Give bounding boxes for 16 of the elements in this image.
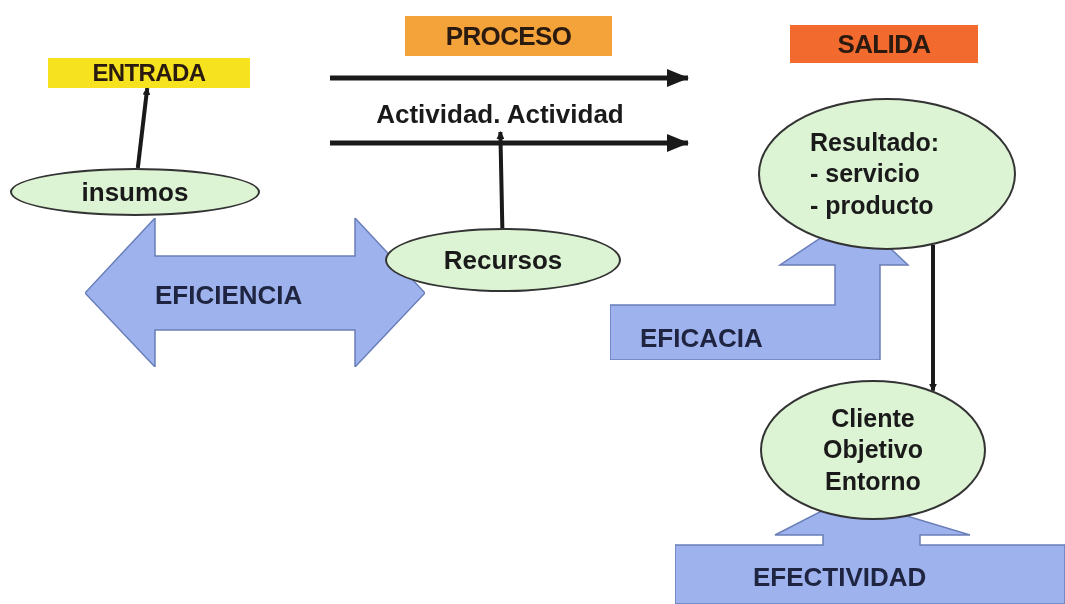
node-text: - producto — [810, 189, 934, 221]
stage-label: SALIDA — [790, 25, 978, 63]
shape-label: EFICACIA — [640, 322, 763, 355]
arrow — [135, 87, 151, 169]
arrow — [929, 245, 937, 392]
node-text: Resultado: — [810, 127, 940, 159]
node-text: Cliente Objetivo Entorno — [823, 403, 923, 497]
shape-label: EFICIENCIA — [155, 279, 303, 312]
node-text: insumos — [81, 175, 189, 209]
stage-label: PROCESO — [405, 16, 612, 56]
stage-label: ENTRADA — [48, 58, 250, 88]
shape-label: EFECTIVIDAD — [753, 561, 927, 594]
process-text: Actividad. Actividad — [315, 96, 685, 132]
arrow — [496, 131, 505, 229]
node-text: - servicio — [810, 158, 920, 190]
node-text: Recursos — [443, 243, 563, 277]
